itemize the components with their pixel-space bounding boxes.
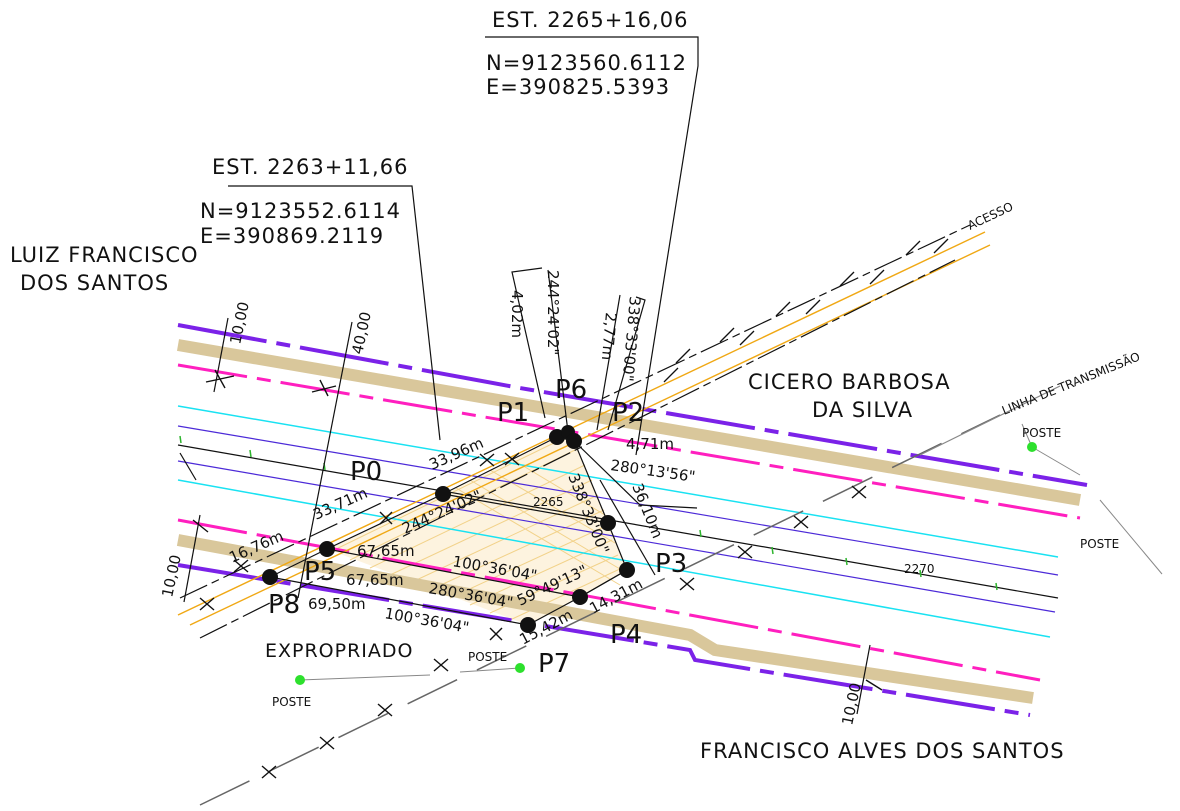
owner-luiz-line1: LUIZ FRANCISCO [10,243,199,267]
point-p2-marker [566,433,582,449]
point-label-p6: P6 [555,375,587,405]
shoulder-band-bottom [176,534,1034,704]
lane-cyan-1 [177,405,1059,558]
owner-cicero-line2: DA SILVA [812,398,913,422]
dim-2-77: 2,77m [598,312,620,361]
point-label-p3: P3 [655,549,687,579]
point-p0-marker [435,486,451,502]
point-label-p0: P0 [350,457,382,487]
label-poste-left: POSTE [272,695,311,709]
point-p4-marker [572,589,588,605]
shoulder-band-top [176,339,1082,506]
station-est-2265: EST. 2265+16,06 [492,8,688,32]
station-est-2263: EST. 2263+11,66 [212,155,408,179]
station-north-2265: N=9123560.6112 [486,51,687,75]
owner-cicero-line1: CICERO BARBOSA [748,370,951,394]
station-leaders [228,36,699,456]
point-label-p5: P5 [304,557,336,587]
transmission-line [199,385,1061,806]
point-label-p8: P8 [268,590,300,620]
point-p1-marker [549,429,565,445]
angle-280-13-56: 280°13'56" [609,456,696,486]
dim-4-71: 4,71m [626,435,674,453]
point-label-p4: P4 [610,620,642,650]
width-label-10-right: 10,00 [838,681,865,727]
poste-leaders [299,423,1163,681]
lane-blue-1 [177,425,1059,576]
point-p8-marker [262,569,278,585]
station-north-2263: N=9123552.6114 [200,199,401,223]
station-label-2265: 2265 [533,495,564,509]
expropriation-area [270,437,627,625]
label-poste-far-right: POSTE [1080,537,1119,551]
domain-line-top [177,363,1081,520]
poste-point-center [515,663,525,673]
point-p5-marker [319,541,335,557]
point-label-p1: P1 [497,398,529,428]
property-line-top [177,323,1088,487]
width-label-10-left: 10,00 [158,553,185,599]
point-label-p7: P7 [538,649,570,679]
owner-expropriado: EXPROPRIADO [265,640,413,662]
owner-luiz-line2: DOS SANTOS [20,271,169,295]
owner-francisco: FRANCISCO ALVES DOS SANTOS [700,739,1065,763]
dim-36-10: 36,10m [628,481,666,541]
dim-69-50: 69,50m [308,595,366,613]
station-east-2263: E=390869.2119 [200,224,384,248]
label-acesso: ACESSO [965,199,1015,232]
dim-67-65-a: 67,65m [357,542,415,560]
angle-338-vertical: 338°33'00" [619,296,644,383]
green-ticks [179,435,998,591]
label-poste-right: POSTE [1022,426,1061,440]
lane-cyan-2 [177,479,1051,638]
point-p7-marker [520,617,536,633]
lane-blue-2 [177,460,1056,613]
angle-244-vertical: 244°24'02" [544,270,562,355]
width-dimensions [179,317,871,715]
poste-point-left [295,675,305,685]
point-p3-top-marker [600,515,616,531]
survey-polygon [269,436,698,626]
station-east-2265: E=390825.5393 [486,75,670,99]
centerline [177,444,1059,599]
poste-point-right [1027,442,1037,452]
survey-points [262,425,635,633]
dim-4-02: 4,02m [508,290,526,338]
dim-67-65-b: 67,65m [346,571,404,589]
point-label-p2: P2 [612,398,644,428]
label-linha-transmissao: LINHA DE TRANSMISSÃO [1000,349,1143,418]
fence-marks [192,369,883,691]
width-label-40: 40,00 [348,310,375,356]
station-label-2270: 2270 [904,562,935,576]
point-p3-marker [619,562,635,578]
angle-100-36-04-b: 100°36'04" [383,604,470,637]
label-poste-center: POSTE [468,650,507,664]
